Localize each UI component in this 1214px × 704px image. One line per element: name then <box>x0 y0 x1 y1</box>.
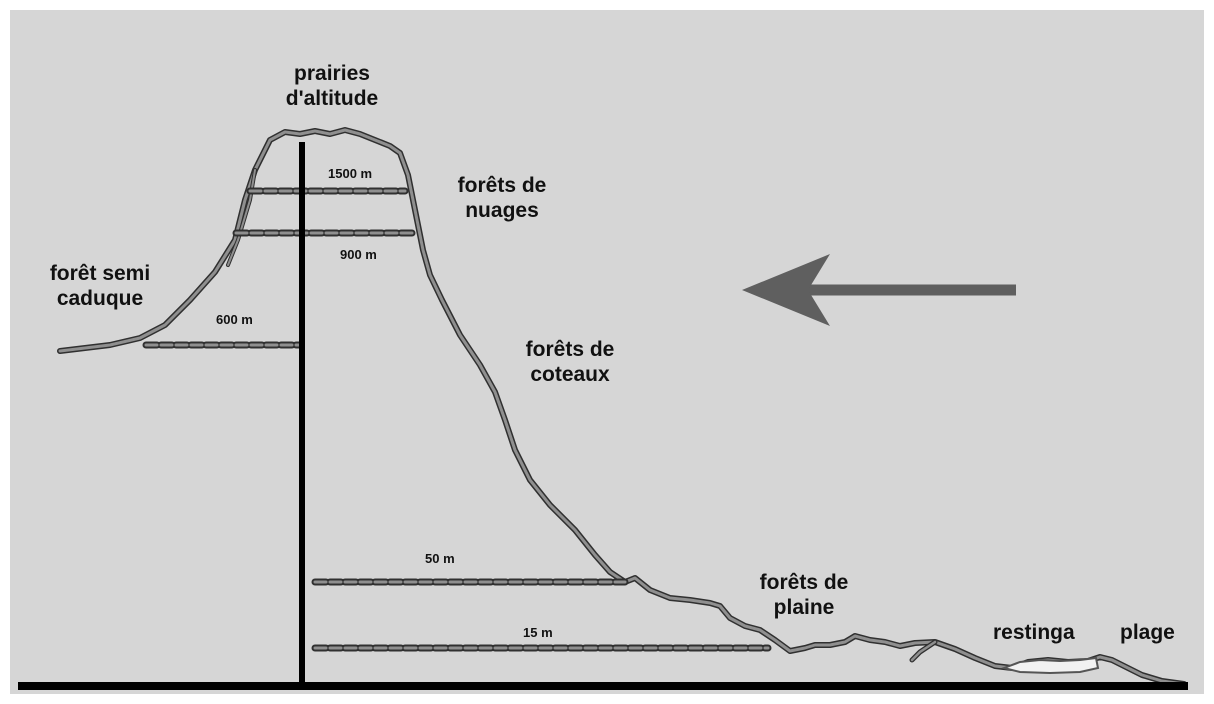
left-arrow-icon <box>742 254 1016 326</box>
label-forets-plaine: forêts de plaine <box>759 571 849 619</box>
altitude-label-15: 15 m <box>523 625 553 640</box>
restinga-patch <box>1000 656 1100 675</box>
label-forets-coteaux: forêts de coteaux <box>525 338 615 386</box>
terrain-outline <box>57 127 1187 687</box>
altitude-label-600: 600 m <box>216 312 253 327</box>
label-foret-semi-caduque: forêt semi caduque <box>49 262 151 310</box>
altitude-label-900: 900 m <box>340 247 377 262</box>
terrain-band <box>58 128 1186 686</box>
label-restinga: restinga <box>993 621 1075 644</box>
label-plage: plage <box>1120 621 1175 644</box>
label-forets-nuages: forêts de nuages <box>457 174 547 222</box>
label-prairies-altitude: prairies d'altitude <box>285 62 379 110</box>
altitude-label-50: 50 m <box>425 551 455 566</box>
altitude-label-1500: 1500 m <box>328 166 373 181</box>
